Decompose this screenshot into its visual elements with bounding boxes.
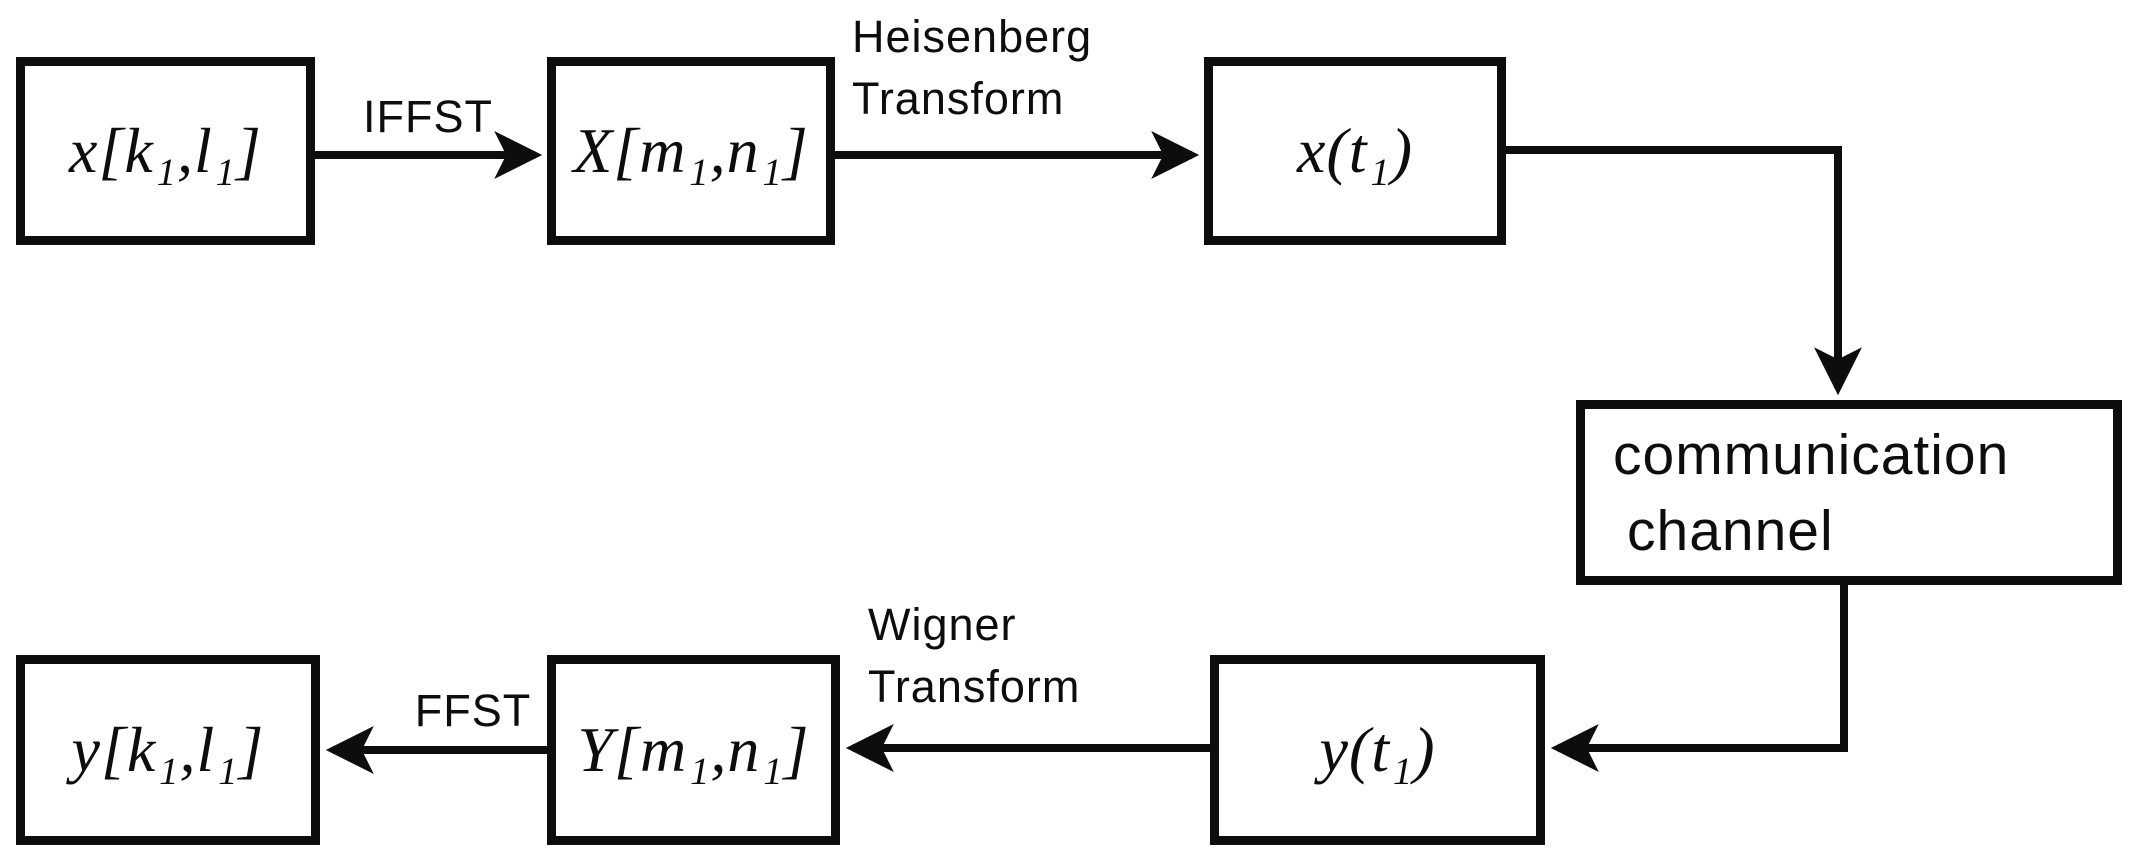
block-X-time-frequency: X[m₁,n₁]: [547, 57, 835, 245]
edge-label-wigner-transform: Wigner Transform: [868, 594, 1080, 718]
block-Y-time-frequency: Y[m₁,n₁]: [547, 655, 840, 845]
block-x-delay-doppler-label: x[k₁,l₁]: [69, 115, 262, 186]
communication-channel-line2: channel: [1627, 498, 1834, 563]
communication-channel-line1: communication: [1613, 422, 2010, 487]
arrow-from-channel: [1550, 585, 1848, 772]
block-communication-channel: communication channel: [1576, 400, 2122, 585]
edge-label-iffst: IFFST: [363, 91, 493, 142]
block-X-time-frequency-label: X[m₁,n₁]: [573, 115, 809, 186]
block-x-delay-doppler: x[k₁,l₁]: [16, 57, 315, 245]
arrow-to-channel: [1506, 146, 1862, 396]
edge-label-ffst: FFST: [414, 685, 532, 736]
edge-label-wigner-line2: Transform: [868, 661, 1081, 712]
block-y-time-signal-label: y(t₁): [1319, 714, 1436, 785]
edge-label-heisenberg-transform: Heisenberg Transform: [852, 6, 1092, 130]
edge-label-heisenberg-line1: Heisenberg: [852, 11, 1093, 62]
block-y-delay-doppler: y[k₁,l₁]: [16, 655, 320, 845]
block-Y-time-frequency-label: Y[m₁,n₁]: [577, 714, 810, 785]
block-x-time-signal-label: x(t₁): [1296, 115, 1414, 186]
block-communication-channel-label: communication channel: [1585, 417, 2113, 569]
block-y-time-signal: y(t₁): [1210, 655, 1545, 845]
block-y-delay-doppler-label: y[k₁,l₁]: [71, 714, 265, 785]
edge-label-wigner-line1: Wigner: [868, 599, 1017, 650]
edge-label-heisenberg-line2: Transform: [852, 73, 1065, 124]
block-x-time-signal: x(t₁): [1204, 57, 1506, 245]
